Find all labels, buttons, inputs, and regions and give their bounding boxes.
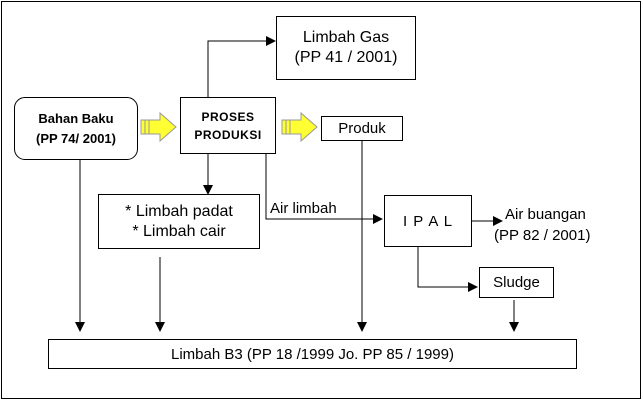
bahan-baku-regulation: (PP 74/ 2001): [36, 130, 116, 146]
produk-label: Produk: [338, 120, 386, 137]
arrow-proses-to-limbah-gas: [207, 36, 276, 97]
air-buangan-regulation: (PP 82 / 2001): [494, 227, 591, 244]
produk-box: Produk: [321, 116, 403, 141]
limbah-gas-box: Limbah Gas (PP 41 / 2001): [276, 16, 416, 80]
sludge-box: Sludge: [479, 267, 554, 298]
bahan-baku-box: Bahan Baku (PP 74/ 2001): [14, 97, 138, 160]
limbah-gas-regulation: (PP 41 / 2001): [294, 49, 398, 66]
block-arrow-bahan-to-proses: [140, 111, 177, 143]
arrow-air-limbah: [265, 153, 383, 224]
limbah-padat-cair-box: * Limbah padat * Limbah cair: [98, 194, 260, 249]
limbah-b3-label: Limbah B3 (PP 18 /1999 Jo. PP 85 / 1999): [171, 345, 454, 363]
arrow-ipal-to-sludge: [417, 247, 478, 292]
produksi-label: PRODUKSI: [194, 127, 262, 142]
proses-label: PROSES: [201, 109, 255, 124]
air-limbah-label: Air limbah: [270, 200, 337, 217]
limbah-padat-label: * Limbah padat: [125, 202, 233, 220]
limbah-b3-box: Limbah B3 (PP 18 /1999 Jo. PP 85 / 1999): [48, 339, 577, 369]
bahan-baku-title: Bahan Baku: [38, 110, 114, 126]
limbah-cair-label: * Limbah cair: [132, 222, 226, 240]
block-arrow-proses-to-produk: [281, 111, 318, 143]
proses-produksi-box: PROSES PRODUKSI: [180, 97, 276, 154]
limbah-gas-title: Limbah Gas: [302, 29, 390, 46]
air-buangan-label: Air buangan: [505, 206, 586, 223]
sludge-label: Sludge: [493, 274, 540, 291]
ipal-label: I P A L: [402, 212, 454, 230]
ipal-box: I P A L: [384, 195, 472, 247]
